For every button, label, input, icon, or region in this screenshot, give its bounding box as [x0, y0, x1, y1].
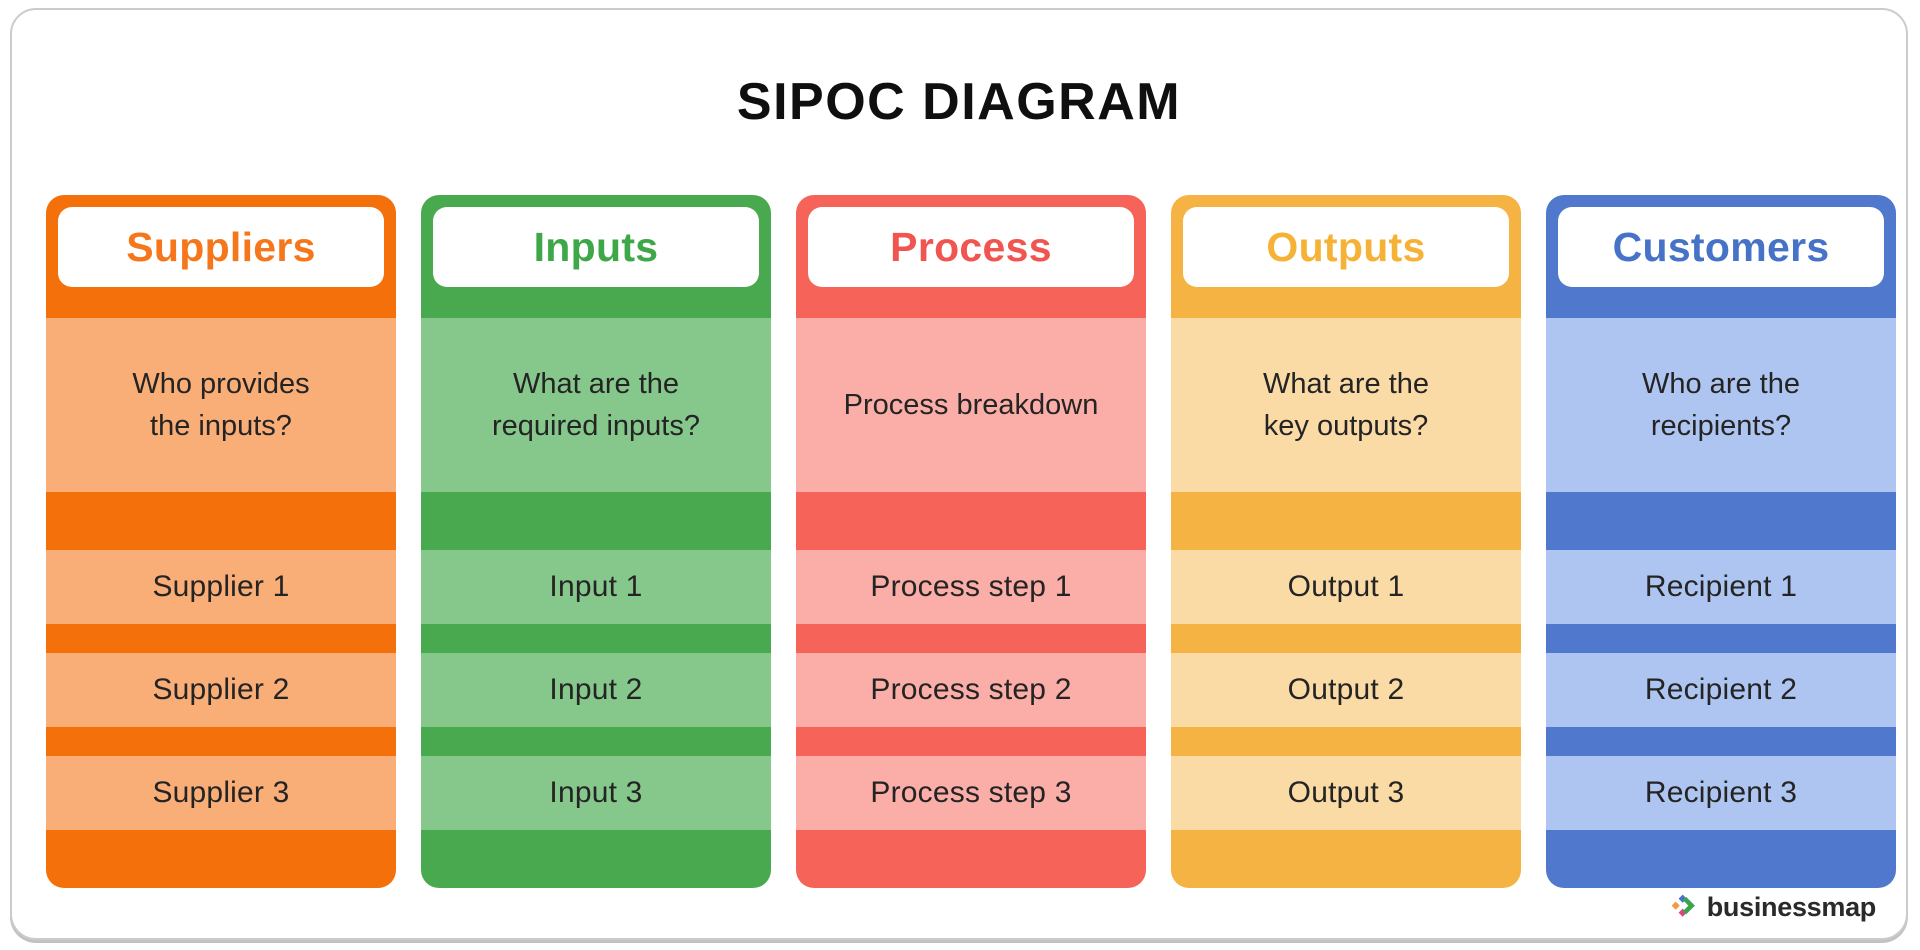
- businessmap-wordmark: businessmap: [1706, 892, 1877, 922]
- column-inputs-question: What are the required inputs?: [421, 318, 771, 492]
- column-suppliers-question: Who provides the inputs?: [46, 318, 396, 492]
- page-title: SIPOC DIAGRAM: [736, 73, 1182, 131]
- divider: [46, 492, 396, 550]
- row-label: Supplier 3: [152, 776, 290, 809]
- list-item: Supplier 1: [46, 550, 396, 624]
- column-inputs-title-box: Inputs: [433, 207, 759, 287]
- column-outputs-title: Outputs: [1266, 223, 1426, 270]
- list-item: Process step 3: [796, 756, 1146, 830]
- column-process-header: Process: [796, 195, 1146, 318]
- column-footer: [1171, 830, 1521, 888]
- divider: [1546, 492, 1896, 550]
- column-outputs-title-box: Outputs: [1183, 207, 1509, 287]
- list-item: Recipient 1: [1546, 550, 1896, 624]
- row-label: Recipient 3: [1644, 776, 1798, 809]
- question-line: What are the: [512, 368, 680, 400]
- column-process-title-box: Process: [808, 207, 1134, 287]
- list-item: Supplier 2: [46, 653, 396, 727]
- businessmap-icon: [1671, 894, 1695, 917]
- column-process: Process Process breakdown Process step 1…: [796, 195, 1146, 888]
- row-label: Process step 2: [870, 673, 1072, 706]
- divider: [1171, 624, 1521, 653]
- divider: [1546, 624, 1896, 653]
- diagram-card: SIPOC DIAGRAM Suppliers Who provides the…: [10, 8, 1908, 940]
- list-item: Output 1: [1171, 550, 1521, 624]
- row-label: Recipient 1: [1644, 570, 1798, 603]
- divider: [1171, 492, 1521, 550]
- column-customers-title-box: Customers: [1558, 207, 1884, 287]
- list-item: Supplier 3: [46, 756, 396, 830]
- column-footer: [421, 830, 771, 888]
- question-line: Who provides: [132, 368, 310, 400]
- row-label: Output 2: [1287, 673, 1405, 706]
- divider: [46, 624, 396, 653]
- column-outputs: Outputs What are the key outputs? Output…: [1171, 195, 1521, 888]
- question-line: Process breakdown: [843, 389, 1099, 421]
- list-item: Recipient 3: [1546, 756, 1896, 830]
- column-footer: [1546, 830, 1896, 888]
- question-line: recipients?: [1650, 410, 1792, 442]
- question-line: the inputs?: [150, 410, 292, 442]
- column-inputs: Inputs What are the required inputs? Inp…: [421, 195, 771, 888]
- row-label: Output 3: [1287, 776, 1405, 809]
- divider: [421, 727, 771, 756]
- column-footer: [46, 830, 396, 888]
- row-label: Supplier 1: [152, 570, 290, 603]
- divider: [1171, 727, 1521, 756]
- column-inputs-title: Inputs: [533, 223, 659, 270]
- businessmap-logo: businessmap: [1671, 892, 1876, 923]
- list-item: Output 2: [1171, 653, 1521, 727]
- divider: [46, 727, 396, 756]
- column-customers-header: Customers: [1546, 195, 1896, 318]
- divider: [796, 492, 1146, 550]
- column-customers: Customers Who are the recipients? Recipi…: [1546, 195, 1896, 888]
- question-line: key outputs?: [1263, 410, 1429, 442]
- column-suppliers-title: Suppliers: [126, 223, 316, 270]
- row-label: Input 2: [549, 673, 643, 706]
- divider: [1546, 727, 1896, 756]
- list-item: Process step 1: [796, 550, 1146, 624]
- column-process-title: Process: [890, 223, 1052, 270]
- list-item: Recipient 2: [1546, 653, 1896, 727]
- column-outputs-question: What are the key outputs?: [1171, 318, 1521, 492]
- list-item: Output 3: [1171, 756, 1521, 830]
- column-suppliers-header: Suppliers: [46, 195, 396, 318]
- column-footer: [796, 830, 1146, 888]
- row-label: Output 1: [1287, 570, 1405, 603]
- list-item: Input 2: [421, 653, 771, 727]
- question-line: Who are the: [1642, 368, 1800, 400]
- row-label: Supplier 2: [152, 673, 290, 706]
- row-label: Process step 3: [870, 776, 1072, 809]
- divider: [796, 727, 1146, 756]
- question-line: What are the: [1262, 368, 1430, 400]
- column-inputs-header: Inputs: [421, 195, 771, 318]
- row-label: Input 3: [549, 776, 643, 809]
- column-customers-title: Customers: [1612, 223, 1830, 270]
- divider: [421, 624, 771, 653]
- list-item: Process step 2: [796, 653, 1146, 727]
- column-suppliers-title-box: Suppliers: [58, 207, 384, 287]
- row-label: Input 1: [549, 570, 643, 603]
- column-suppliers: Suppliers Who provides the inputs? Suppl…: [46, 195, 396, 888]
- divider: [421, 492, 771, 550]
- divider: [796, 624, 1146, 653]
- sipoc-columns: Suppliers Who provides the inputs? Suppl…: [46, 195, 1896, 888]
- column-process-question: Process breakdown: [796, 318, 1146, 492]
- column-customers-question: Who are the recipients?: [1546, 318, 1896, 492]
- list-item: Input 1: [421, 550, 771, 624]
- list-item: Input 3: [421, 756, 771, 830]
- column-outputs-header: Outputs: [1171, 195, 1521, 318]
- row-label: Recipient 2: [1644, 673, 1798, 706]
- row-label: Process step 1: [870, 570, 1072, 603]
- question-line: required inputs?: [492, 410, 700, 442]
